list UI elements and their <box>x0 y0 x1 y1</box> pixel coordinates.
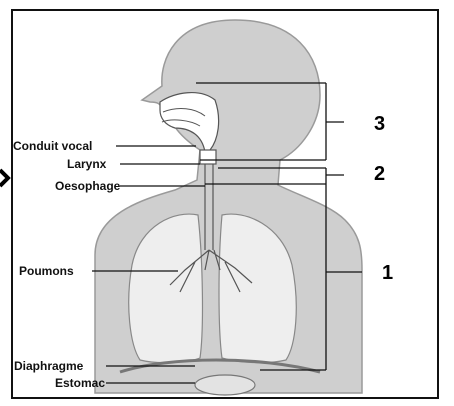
number-3: 3 <box>374 113 385 135</box>
label-conduit-vocal: Conduit vocal <box>13 139 92 153</box>
label-estomac: Estomac <box>55 376 105 390</box>
label-larynx: Larynx <box>67 157 107 171</box>
label-diaphragme: Diaphragme <box>14 359 84 373</box>
number-1: 1 <box>382 262 393 284</box>
number-2: 2 <box>374 163 385 185</box>
label-poumons: Poumons <box>19 264 74 278</box>
stomach <box>195 375 255 395</box>
label-oesophage: Oesophage <box>55 179 121 193</box>
chevron-right-icon <box>0 170 8 186</box>
